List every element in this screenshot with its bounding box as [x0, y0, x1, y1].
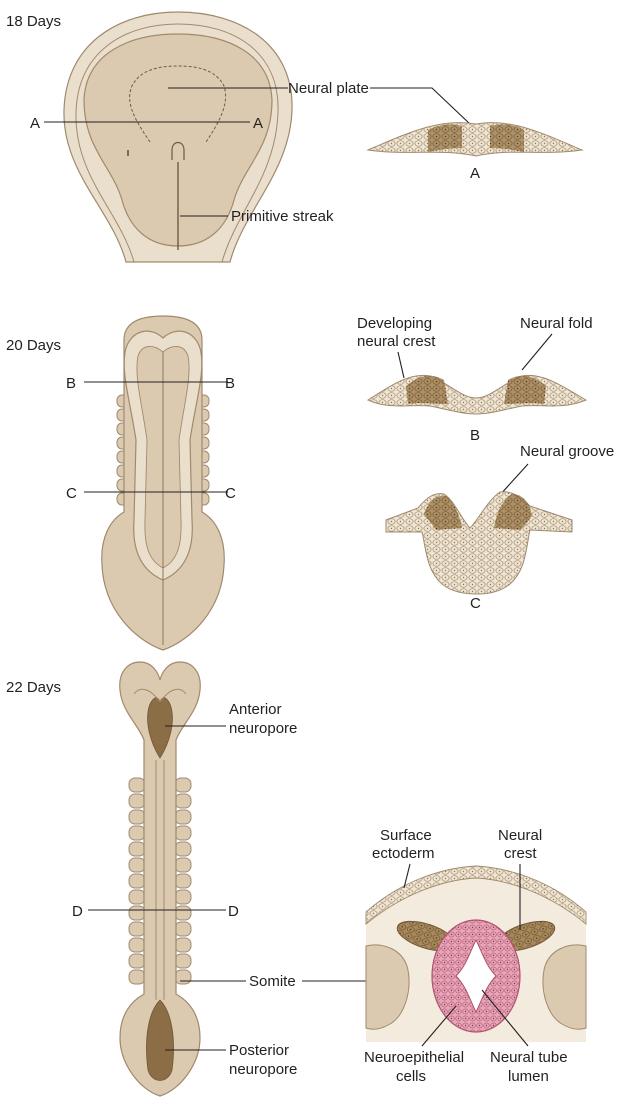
developing-neural-crest-label-1: Developing — [357, 315, 432, 332]
section-b-caption: B — [470, 427, 480, 444]
section-b-left: B — [66, 375, 76, 392]
embryo-20-days — [102, 316, 225, 650]
developing-neural-crest-leader — [398, 352, 404, 378]
section-b-right: B — [225, 375, 235, 392]
cross-section-b: B — [368, 375, 586, 444]
posterior-neuropore-label-1: Posterior — [229, 1042, 289, 1059]
section-a-caption: A — [470, 165, 480, 182]
section-c-right: C — [225, 485, 236, 502]
neural-groove-section — [386, 492, 572, 594]
section-c-left: C — [66, 485, 77, 502]
surface-ectoderm-label-2: ectoderm — [372, 845, 435, 862]
primitive-streak-label: Primitive streak — [231, 208, 334, 225]
stage-label-18-days: 18 Days — [6, 13, 61, 30]
section-a-left: A — [30, 115, 40, 132]
cross-section-d — [366, 866, 586, 1042]
posterior-neuropore-label-2: neuropore — [229, 1061, 297, 1078]
neural-fold-label: Neural fold — [520, 315, 593, 332]
neural-fold-section — [368, 375, 586, 414]
neuroepithelial-cells-label-1: Neuroepithelial — [364, 1049, 464, 1066]
developing-neural-crest-label-2: neural crest — [357, 333, 436, 350]
panel-18-days: 18 Days A A Neural plate Primitive strea… — [6, 12, 582, 262]
neural-crest-label-1: Neural — [498, 827, 542, 844]
section-c-caption: C — [470, 595, 481, 612]
stage-label-20-days: 20 Days — [6, 337, 61, 354]
neural-crest-label-2: crest — [504, 845, 537, 862]
anterior-neuropore-label-1: Anterior — [229, 701, 282, 718]
cross-section-c: C — [386, 492, 572, 612]
section-d-left: D — [72, 903, 83, 920]
neural-fold-leader — [522, 334, 552, 370]
neural-groove-label: Neural groove — [520, 443, 614, 460]
stage-label-22-days: 22 Days — [6, 679, 61, 696]
neural-tube-lumen-label-1: Neural tube — [490, 1049, 568, 1066]
section-a-right: A — [253, 115, 263, 132]
neural-plate-label: Neural plate — [288, 80, 369, 97]
neural-plate-section — [368, 123, 582, 156]
neural-tube-lumen-label-2: lumen — [508, 1068, 549, 1085]
embryo-22-days — [120, 662, 201, 1096]
somite-label: Somite — [249, 973, 296, 990]
cross-section-a: A — [368, 123, 582, 182]
panel-22-days: 22 Days — [6, 662, 586, 1096]
panel-20-days: 20 Days — [6, 315, 614, 650]
neuroepithelial-cells-label-2: cells — [396, 1068, 426, 1085]
surface-ectoderm-label-1: Surface — [380, 827, 432, 844]
anterior-neuropore-label-2: neuropore — [229, 720, 297, 737]
section-d-right: D — [228, 903, 239, 920]
